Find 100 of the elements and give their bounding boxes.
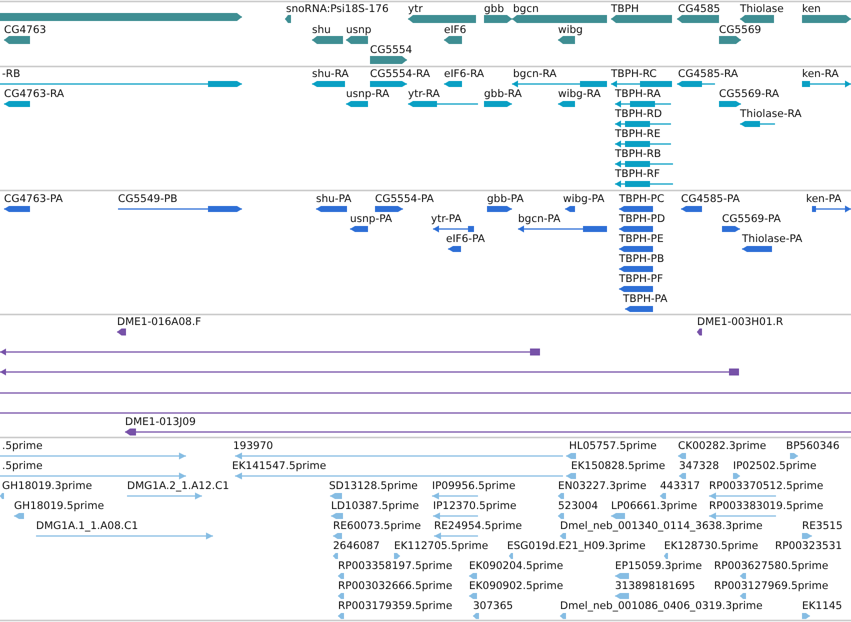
feature-label: TBPH-PC [619, 193, 664, 206]
feature-label: ken [802, 3, 821, 16]
feature-label: Thiolase-PA [742, 233, 802, 246]
feature-label: wibg [558, 24, 583, 37]
feature-label: RP003627580.5prime [714, 560, 828, 573]
feature-label: GH18019.3prime [2, 480, 92, 493]
feature-label: CG4585-PA [681, 193, 740, 206]
feature-label: EK150828.5prime [571, 460, 666, 473]
feature-label: TBPH-PE [619, 233, 664, 246]
feature-label: Thiolase-RA [740, 108, 802, 121]
feature-label: TBPH-PD [619, 213, 666, 226]
feature-label: CG5569-RA [719, 88, 780, 101]
feature-label: HL05757.5prime [569, 440, 657, 453]
feature-label: RE3515 [802, 520, 843, 533]
feature-label: 193970 [233, 440, 274, 453]
feature-label: .5prime [2, 440, 43, 453]
feature-label: EK1145 [802, 600, 842, 613]
feature-label: RE60073.5prime [333, 520, 421, 533]
feature-label: 523004 [558, 500, 598, 513]
feature-label: SD13128.5prime [329, 480, 418, 493]
feature-label: CG4585 [678, 3, 720, 16]
feature-label: eIF6 [444, 24, 466, 37]
feature-label: eIF6-RA [444, 68, 484, 81]
feature-label: GH18019.5prime [14, 500, 104, 513]
feature-label: .5prime [2, 460, 43, 473]
feature-label: TBPH-RA [615, 88, 661, 101]
feature-label: shu [312, 24, 331, 37]
feature-label: 2646087 [333, 540, 380, 553]
feature-label: Thiolase [740, 3, 784, 16]
feature-label: TBPH-RF [615, 168, 660, 181]
feature-label: CG4763-RA [4, 88, 64, 101]
feature-label: -RB [2, 68, 20, 81]
feature-label: ytr [408, 3, 423, 16]
feature-label: IP09956.5prime [432, 480, 516, 493]
feature-label: TBPH-PA [623, 293, 668, 306]
feature-label: eIF6-PA [446, 233, 485, 246]
feature-label: ytr-PA [431, 213, 462, 226]
feature-label: IP12370.5prime [433, 500, 516, 513]
feature-label: DME1-013J09 [125, 416, 196, 429]
feature-label: RP003127969.5prime [714, 580, 828, 593]
feature-label: RP003358197.5prime [338, 560, 452, 573]
feature-label: EK141547.5prime [232, 460, 326, 473]
feature-label: CG5554-RA [370, 68, 430, 81]
feature-label: TBPH-PF [619, 273, 664, 286]
feature-label: EN03227.3prime [558, 480, 646, 493]
feature-label: shu-RA [312, 68, 349, 81]
feature-label: CG4763 [4, 24, 46, 37]
feature-label: TBPH-PB [619, 253, 664, 266]
feature-label: EK090204.5prime [469, 560, 564, 573]
feature-label: CG5569-PA [722, 213, 781, 226]
feature-label: EP15059.3prime [615, 560, 702, 573]
feature-label: gbb-PA [487, 193, 524, 206]
feature-label: ESG019d.E21_H09.3prime [507, 540, 646, 553]
feature-label: TBPH-RD [615, 108, 662, 121]
feature-label: CG5569 [719, 24, 762, 37]
feature-label: EK090902.5prime [469, 580, 564, 593]
feature-label: snoRNA:Psi18S-176 [286, 3, 389, 16]
feature-label: usnp-PA [350, 213, 392, 226]
feature-label: RE24954.5prime [434, 520, 522, 533]
feature-label: LP06661.3prime [611, 500, 698, 513]
feature-label: bgcn-PA [518, 213, 560, 226]
feature-label: RP003370512.5prime [709, 480, 824, 493]
feature-label: RP003032666.5prime [338, 580, 452, 593]
feature-label: bgcn-RA [513, 68, 557, 81]
feature-label: EK112705.5prime [394, 540, 488, 553]
feature-label: CG5554 [370, 44, 412, 57]
feature-label: TBPH [611, 3, 639, 16]
feature-label: CG5554-PA [375, 193, 434, 206]
feature-label: RP003383019.5prime [709, 500, 824, 513]
feature-label: DME1-003H01.R [697, 316, 784, 329]
feature-label: DMG1A.1_1.A08.C1 [36, 520, 138, 533]
feature-label: EK128730.5prime [664, 540, 758, 553]
feature-label: RP00323531 [775, 540, 842, 553]
feature-label: DME1-016A08.F [117, 316, 202, 329]
feature-label: 443317 [660, 480, 700, 493]
feature-label: CG4763-PA [4, 193, 63, 206]
feature-label: usnp [346, 24, 372, 37]
feature-label: DMG1A.2_1.A12.C1 [127, 480, 230, 493]
feature-label: shu-PA [316, 193, 352, 206]
feature-label: ken-PA [806, 193, 842, 206]
feature-label: gbb-RA [484, 88, 522, 101]
feature-label: Dmel_neb_001340_0114_3638.3prime [560, 520, 763, 533]
feature-label: TBPH-RE [615, 128, 661, 141]
feature-label: usnp-RA [346, 88, 390, 101]
feature-label: TBPH-RB [615, 148, 662, 161]
feature-label: gbb [484, 3, 504, 16]
feature-label: CG5549-PB [118, 193, 178, 206]
feature-label: CK00282.3prime [678, 440, 766, 453]
feature-label: 313898181695 [615, 580, 696, 593]
feature-label: BP560346 [786, 440, 840, 453]
feature-label: 307365 [473, 600, 514, 613]
feature-label: 347328 [679, 460, 720, 473]
feature-label: ken-RA [802, 68, 839, 81]
feature-label: wibg-PA [563, 193, 604, 206]
feature-label: bgcn [513, 3, 539, 16]
feature-label: CG4585-RA [678, 68, 738, 81]
feature-label: TBPH-RC [611, 68, 657, 81]
feature-label: Dmel_neb_001086_0406_0319.3prime [560, 600, 763, 613]
feature-label: LD10387.5prime [331, 500, 419, 513]
feature-label: IP02502.5prime [733, 460, 816, 473]
